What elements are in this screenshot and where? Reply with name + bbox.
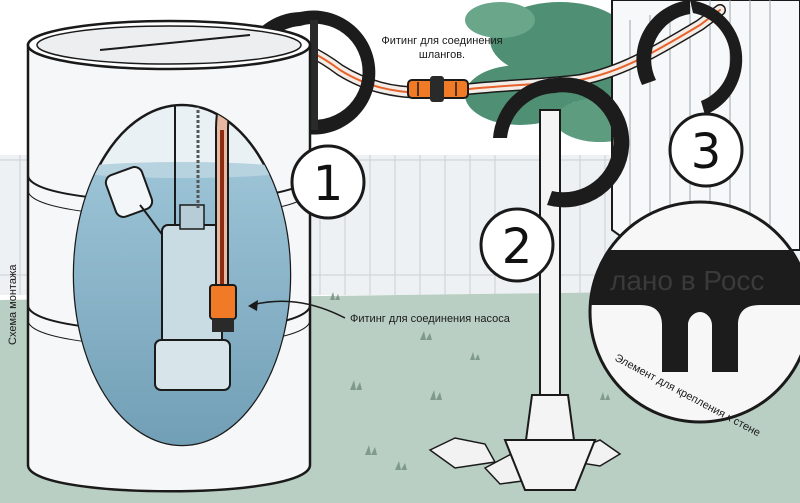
grass-tufts (330, 292, 610, 470)
marker-3: 3 (668, 112, 744, 188)
embossed-text: лано в Росс (610, 265, 764, 296)
submersible-pump (154, 204, 231, 391)
marker-2-label: 2 (502, 219, 533, 275)
hose-fitting-label-line2: шлангов. (419, 49, 465, 61)
installation-scheme-caption: Схема монтажа (7, 264, 19, 345)
pump-fitting-label: Фитинг для соединения насоса (350, 313, 511, 325)
marker-2: 2 (479, 207, 555, 283)
marker-3-label: 3 (691, 124, 722, 180)
hose-reel-3 (636, 0, 743, 115)
hose-fitting (407, 76, 469, 102)
marker-1-label: 1 (313, 156, 344, 212)
pump-fitting (209, 284, 237, 332)
barrel-cutaway (72, 103, 292, 447)
hose-reel-2 (493, 77, 630, 208)
pump-fitting-leader (251, 300, 346, 319)
marker-1: 1 (290, 144, 366, 220)
mount-detail-zoom: лано в Росс Элемент для крепления к стен… (588, 200, 800, 439)
hose-fitting-label-line1: Фитинг для соединения (381, 35, 502, 47)
